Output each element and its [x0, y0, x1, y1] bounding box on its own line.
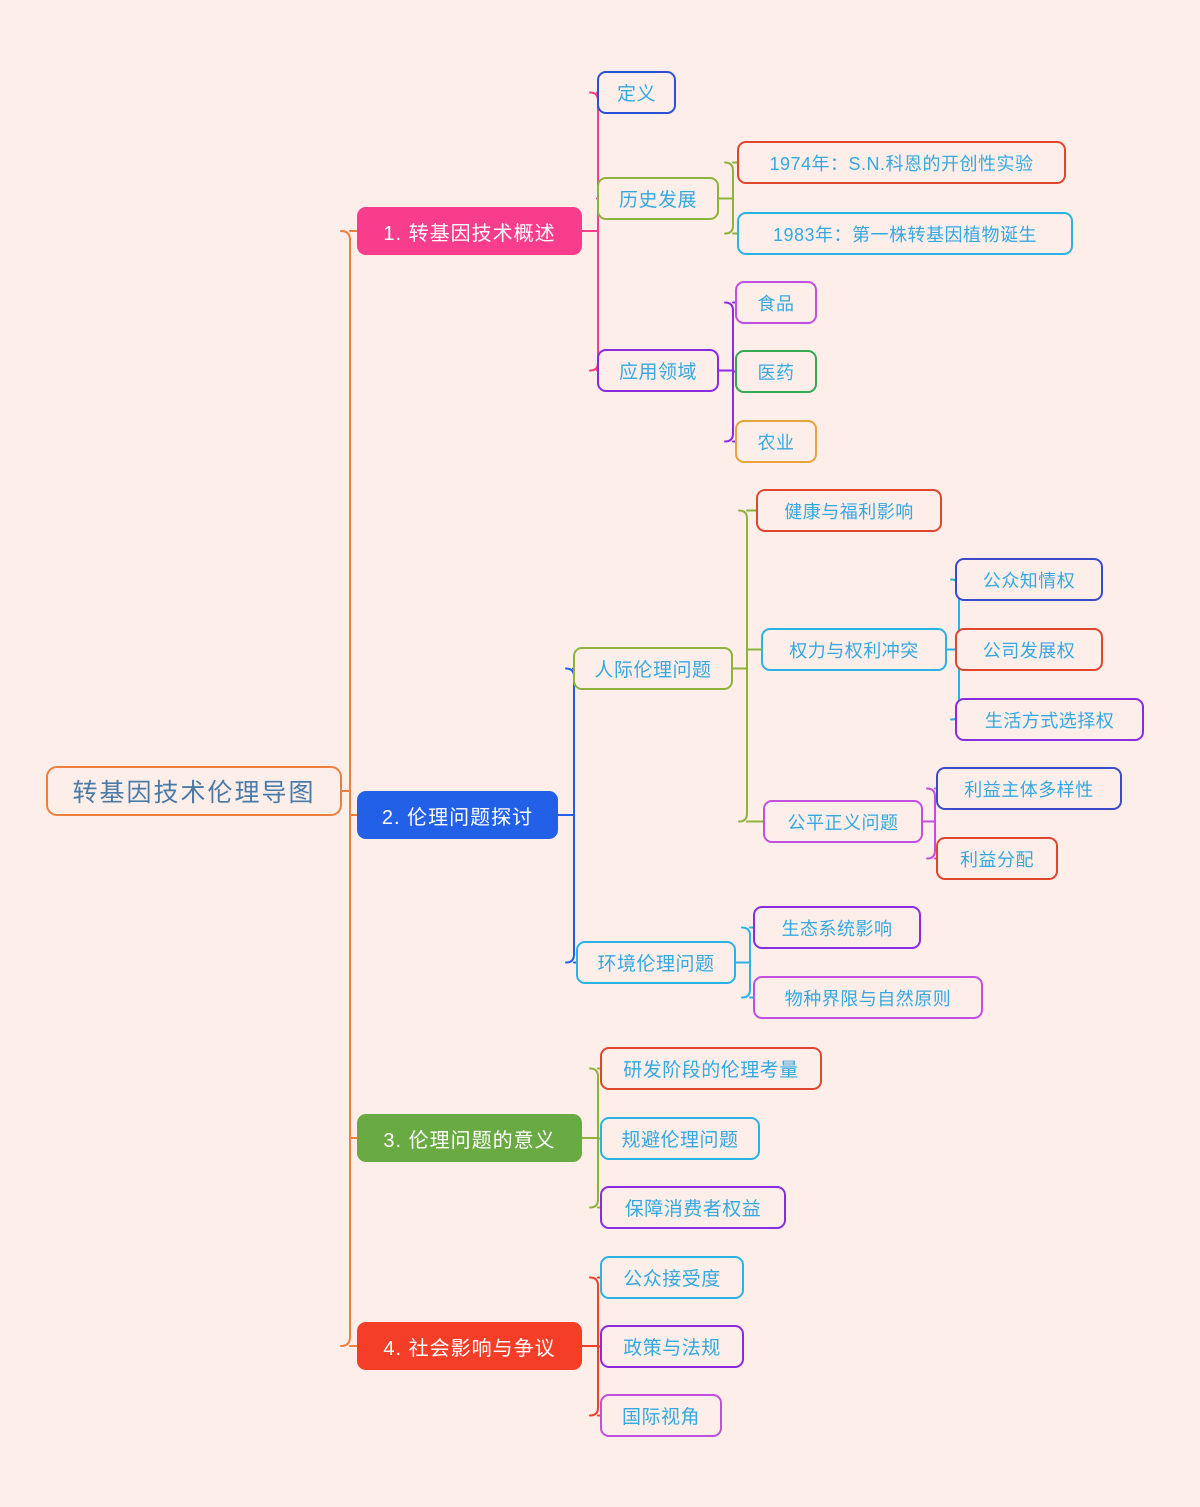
- node-lifestyle-choice-right-label: 生活方式选择权: [984, 710, 1115, 731]
- node-1983[interactable]: 1983年：第一株转基因植物诞生: [737, 212, 1073, 255]
- connector-line: [724, 301, 734, 443]
- node-public-right-to-know[interactable]: 公众知情权: [955, 558, 1103, 601]
- node-health-welfare[interactable]: 健康与福利影响: [756, 489, 942, 532]
- branch-3-label: 3. 伦理问题的意义: [383, 1129, 556, 1152]
- node-fairness-justice-label: 公平正义问题: [787, 812, 899, 833]
- root-node-label: 转基因技术伦理导图: [72, 779, 316, 807]
- node-stakeholder-diversity-label: 利益主体多样性: [964, 779, 1094, 800]
- node-public-right-to-know-label: 公众知情权: [982, 570, 1076, 591]
- node-lifestyle-choice-right[interactable]: 生活方式选择权: [955, 698, 1144, 741]
- node-history-label: 历史发展: [618, 190, 697, 211]
- root-node[interactable]: 转基因技术伦理导图: [46, 766, 342, 816]
- node-rd-stage-ethics-label: 研发阶段的伦理考量: [623, 1060, 799, 1081]
- connector-line: [741, 926, 751, 999]
- node-power-rights-conflict[interactable]: 权力与权利冲突: [761, 628, 947, 671]
- node-food-label: 食品: [757, 293, 795, 314]
- node-application[interactable]: 应用领域: [597, 349, 719, 392]
- node-ecosystem-impact[interactable]: 生态系统影响: [753, 906, 921, 949]
- node-international-view[interactable]: 国际视角: [600, 1394, 722, 1437]
- connector-line: [589, 91, 599, 372]
- node-interpersonal-ethics-label: 人际伦理问题: [594, 660, 712, 681]
- node-agriculture[interactable]: 农业: [735, 420, 817, 463]
- connector-line: [738, 509, 748, 823]
- node-species-boundary-label: 物种界限与自然原则: [784, 988, 952, 1009]
- node-1983-label: 1983年：第一株转基因植物诞生: [772, 224, 1038, 245]
- node-ecosystem-impact-label: 生态系统影响: [781, 918, 893, 939]
- node-definition[interactable]: 定义: [597, 71, 676, 114]
- node-power-rights-conflict-label: 权力与权利冲突: [789, 640, 919, 661]
- connector-line: [926, 787, 936, 860]
- connector-line: [724, 161, 734, 235]
- node-food[interactable]: 食品: [735, 281, 817, 324]
- node-avoid-ethical-issues-label: 规避伦理问题: [621, 1130, 739, 1151]
- node-environmental-ethics[interactable]: 环境伦理问题: [576, 941, 736, 984]
- node-1974-label: 1974年：S.N.科恩的开创性实验: [769, 153, 1034, 174]
- branch-1-label: 1. 转基因技术概述: [383, 222, 556, 245]
- node-environmental-ethics-label: 环境伦理问题: [597, 954, 715, 975]
- node-application-label: 应用领域: [618, 362, 697, 383]
- node-agriculture-label: 农业: [757, 432, 795, 453]
- node-health-welfare-label: 健康与福利影响: [784, 501, 914, 522]
- connector-line: [565, 667, 575, 964]
- node-consumer-rights[interactable]: 保障消费者权益: [600, 1186, 786, 1229]
- node-benefit-distribution-label: 利益分配: [960, 849, 1034, 870]
- node-fairness-justice[interactable]: 公平正义问题: [763, 800, 923, 843]
- node-history[interactable]: 历史发展: [597, 177, 719, 220]
- node-public-acceptance-label: 公众接受度: [623, 1269, 721, 1290]
- node-definition-label: 定义: [616, 84, 656, 105]
- branch-4[interactable]: 4. 社会影响与争议: [357, 1322, 582, 1370]
- node-stakeholder-diversity[interactable]: 利益主体多样性: [936, 767, 1122, 810]
- node-medicine-label: 医药: [757, 362, 795, 383]
- branch-2[interactable]: 2. 伦理问题探讨: [357, 791, 558, 839]
- node-consumer-rights-label: 保障消费者权益: [624, 1199, 762, 1220]
- node-rd-stage-ethics[interactable]: 研发阶段的伦理考量: [600, 1047, 822, 1090]
- node-company-development-right[interactable]: 公司发展权: [955, 628, 1103, 671]
- branch-4-label: 4. 社会影响与争议: [383, 1337, 556, 1360]
- node-policy-regulation-label: 政策与法规: [623, 1338, 721, 1359]
- node-benefit-distribution[interactable]: 利益分配: [936, 837, 1058, 880]
- branch-3[interactable]: 3. 伦理问题的意义: [357, 1114, 582, 1162]
- node-interpersonal-ethics[interactable]: 人际伦理问题: [573, 647, 733, 690]
- branch-2-label: 2. 伦理问题探讨: [381, 806, 534, 829]
- node-public-acceptance[interactable]: 公众接受度: [600, 1256, 744, 1299]
- node-international-view-label: 国际视角: [621, 1407, 700, 1428]
- node-company-development-right-label: 公司发展权: [982, 640, 1076, 661]
- branch-1[interactable]: 1. 转基因技术概述: [357, 207, 582, 255]
- node-1974[interactable]: 1974年：S.N.科恩的开创性实验: [737, 141, 1066, 184]
- connector-line: [340, 230, 351, 1347]
- node-medicine[interactable]: 医药: [735, 350, 817, 393]
- node-policy-regulation[interactable]: 政策与法规: [600, 1325, 744, 1368]
- node-avoid-ethical-issues[interactable]: 规避伦理问题: [600, 1117, 760, 1160]
- node-species-boundary[interactable]: 物种界限与自然原则: [753, 976, 983, 1019]
